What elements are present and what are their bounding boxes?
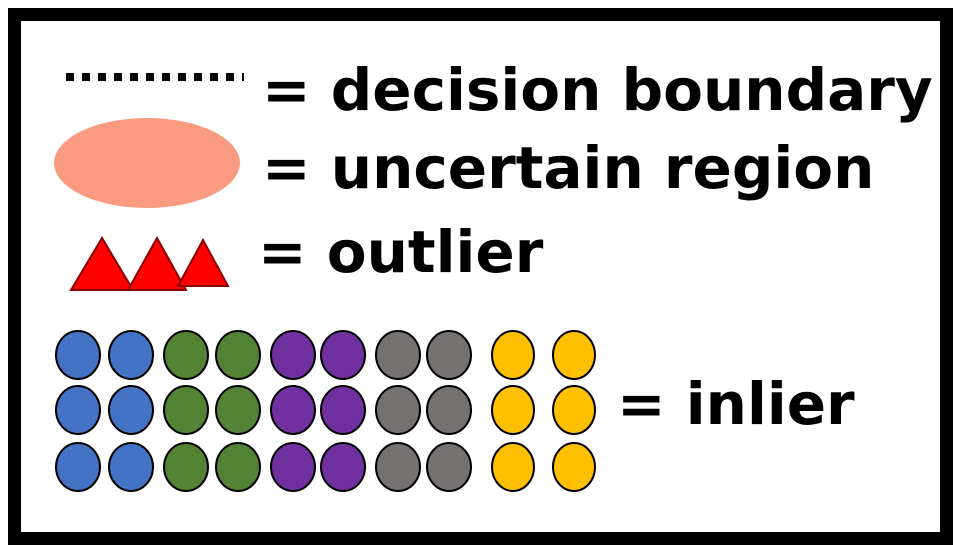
inlier-circle [215,385,261,435]
inlier-circle [320,442,366,492]
inlier-circle [426,385,472,435]
inlier-circle [163,385,209,435]
inlier-circle [491,385,535,435]
inlier-circle [552,442,596,492]
inlier-circle [426,330,472,380]
outlier-swatch [69,235,230,291]
inlier-circle [375,442,421,492]
inlier-circle [491,330,535,380]
uncertain-region-label: = uncertain region [262,134,874,202]
outlier-triangle [69,236,135,291]
inlier-swatch [55,330,596,492]
inlier-circle [552,330,596,380]
outlier-triangle [176,237,230,287]
inlier-circle [215,330,261,380]
inlier-circle [270,385,316,435]
inlier-circle [491,442,535,492]
inlier-circle [215,442,261,492]
inlier-circle [375,330,421,380]
inlier-circle [55,442,101,492]
uncertain-region-swatch [54,118,240,208]
decision-boundary-label: = decision boundary [262,56,933,124]
inlier-circle [270,330,316,380]
inlier-circle [320,385,366,435]
inlier-circle [55,385,101,435]
outlier-label: = outlier [258,218,544,286]
inlier-circle [270,442,316,492]
inlier-circle [108,330,154,380]
inlier-circle [108,442,154,492]
inlier-circle [552,385,596,435]
inlier-circle [163,330,209,380]
outlier-triangle [126,235,188,291]
inlier-circle [375,385,421,435]
inlier-label: = inlier [617,370,855,438]
inlier-circle [108,385,154,435]
inlier-circle [55,330,101,380]
inlier-circle [426,442,472,492]
inlier-circle [163,442,209,492]
inlier-circle [320,330,366,380]
